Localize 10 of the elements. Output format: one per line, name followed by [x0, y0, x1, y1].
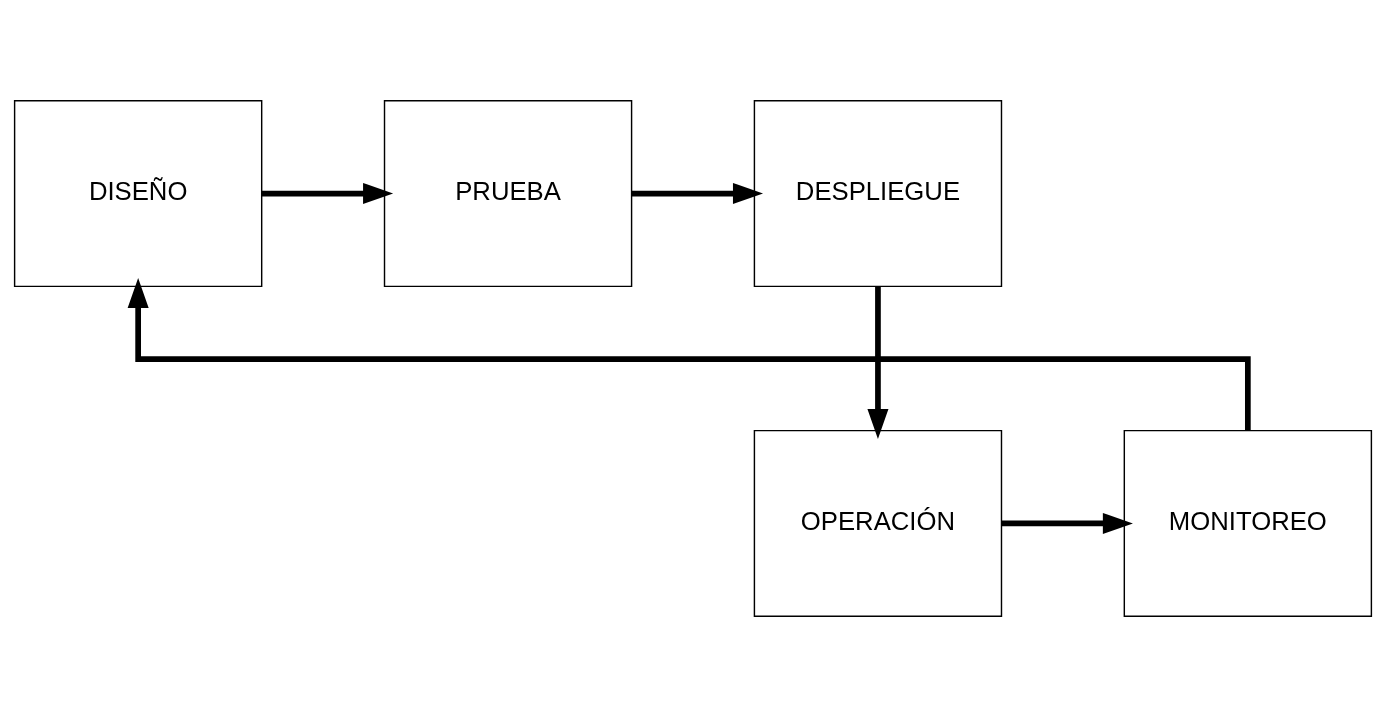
- arrow: [1001, 512, 1133, 534]
- node-box: DESPLIEGUE: [753, 100, 1003, 288]
- arrow: [261, 183, 394, 205]
- node-box: MONITOREO: [1123, 429, 1373, 617]
- arrow: [867, 286, 889, 440]
- arrow: [127, 277, 1251, 431]
- arrow: [631, 183, 764, 205]
- node-box: PRUEBA: [383, 100, 633, 288]
- node-box: DISEÑO: [13, 100, 263, 288]
- node-box: OPERACIÓN: [753, 429, 1003, 617]
